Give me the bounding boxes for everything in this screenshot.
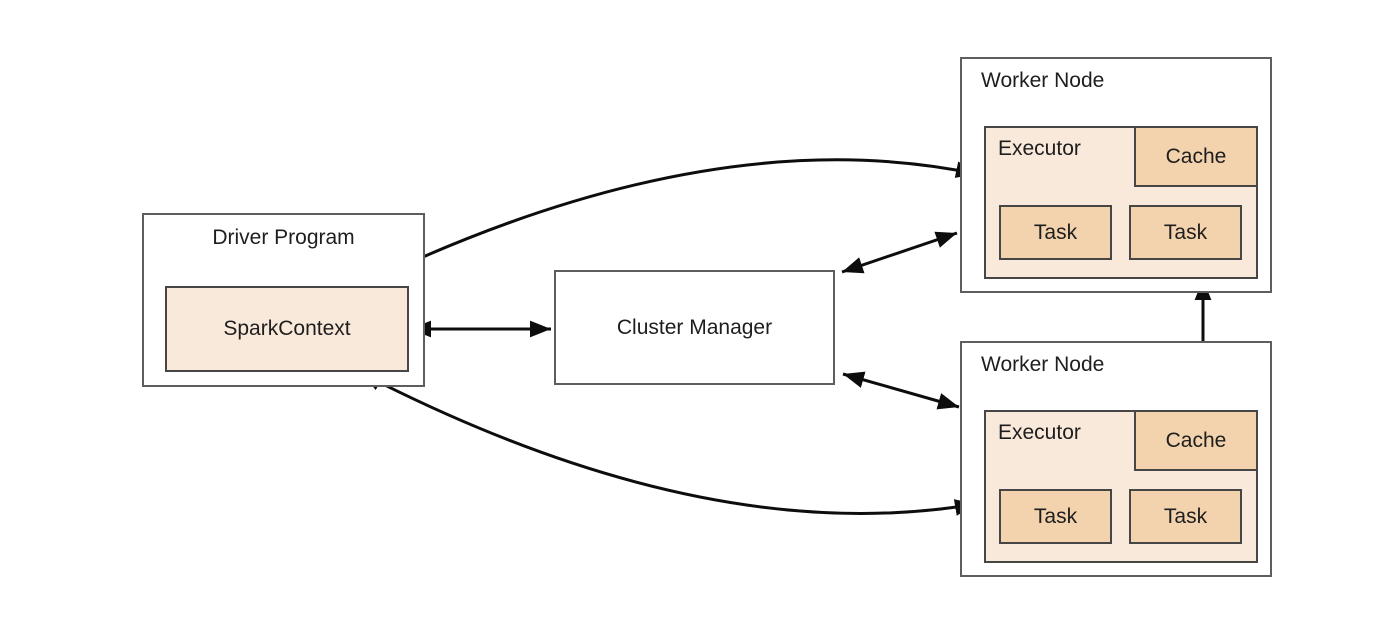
cluster-manager-box: Cluster Manager bbox=[554, 270, 835, 385]
task-2a-label: Task bbox=[1033, 504, 1078, 528]
worker-node-2-box: Worker Node Executor Cache Task Task bbox=[960, 341, 1272, 577]
worker-node-2-label: Worker Node bbox=[981, 353, 1105, 376]
executor-1-label: Executor bbox=[998, 137, 1081, 160]
task-2a-box: Task bbox=[999, 489, 1112, 544]
cache-1-box: Cache bbox=[1134, 126, 1258, 187]
arrow-clustermanager-to-worker1 bbox=[841, 231, 958, 274]
cache-1-label: Cache bbox=[1165, 144, 1227, 168]
task-1a-box: Task bbox=[999, 205, 1112, 260]
spark-context-box: SparkContext bbox=[165, 286, 409, 372]
task-1b-label: Task bbox=[1163, 220, 1208, 244]
arrow-clustermanager-to-worker2 bbox=[842, 371, 960, 410]
task-1a-label: Task bbox=[1033, 220, 1078, 244]
driver-program-label: Driver Program bbox=[212, 226, 355, 249]
cache-2-label: Cache bbox=[1165, 428, 1227, 452]
driver-program-box: Driver Program SparkContext bbox=[142, 213, 425, 387]
executor-2-label: Executor bbox=[998, 421, 1081, 444]
cluster-manager-label: Cluster Manager bbox=[616, 315, 773, 339]
worker-node-1-label: Worker Node bbox=[981, 69, 1105, 92]
arrow-sparkcontext-to-worker2 bbox=[360, 371, 977, 516]
spark-context-label: SparkContext bbox=[223, 316, 351, 340]
executor-1-box: Executor Cache Task Task bbox=[984, 126, 1258, 279]
task-1b-box: Task bbox=[1129, 205, 1242, 260]
task-2b-box: Task bbox=[1129, 489, 1242, 544]
worker-node-1-box: Worker Node Executor Cache Task Task bbox=[960, 57, 1272, 293]
task-2b-label: Task bbox=[1163, 504, 1208, 528]
arrow-sparkcontext-to-worker1 bbox=[365, 158, 978, 285]
executor-2-box: Executor Cache Task Task bbox=[984, 410, 1258, 563]
cache-2-box: Cache bbox=[1134, 410, 1258, 471]
